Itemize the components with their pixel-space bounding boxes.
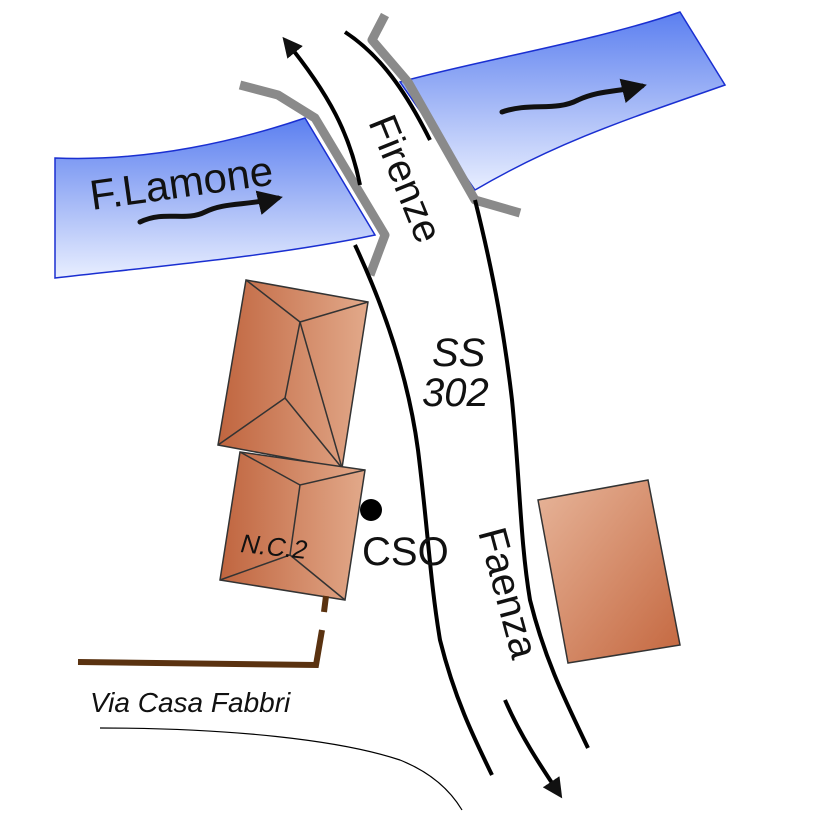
side-road-line (77, 629, 325, 669)
cso-dot-icon (360, 499, 382, 521)
road-name-line1: SS (432, 331, 486, 375)
road-direction-south: Faenza (469, 523, 546, 664)
bridge-rail-east (367, 12, 522, 218)
side-road-casa-fabbri (77, 595, 329, 669)
road-ss302 (343, 30, 590, 776)
road-name-line2: 302 (422, 371, 489, 415)
road-arrow-north-icon (282, 36, 362, 186)
road-edge-north (343, 30, 432, 141)
river-lamone: F.Lamone (54, 11, 727, 279)
road-arrow-south-icon (503, 699, 563, 799)
river-water-left (54, 117, 377, 279)
bridge-rail-west (238, 80, 390, 277)
road-edge-east (473, 199, 590, 749)
thin-road-line (99, 727, 463, 811)
building-label-nc2: N.C.2 (239, 528, 309, 565)
building-east (537, 479, 681, 664)
road-edge-west (353, 244, 494, 776)
side-road-label: Via Casa Fabbri (90, 687, 291, 718)
building-nc2: N.C.2 (219, 451, 366, 601)
river-flow-arrow-left (137, 190, 283, 225)
river-flow-arrow-right (499, 78, 647, 115)
river-water-right (398, 11, 727, 191)
bridge (238, 12, 522, 277)
building-north (217, 279, 369, 469)
cso-label: CSO (362, 530, 449, 574)
side-road-segment (321, 595, 329, 613)
